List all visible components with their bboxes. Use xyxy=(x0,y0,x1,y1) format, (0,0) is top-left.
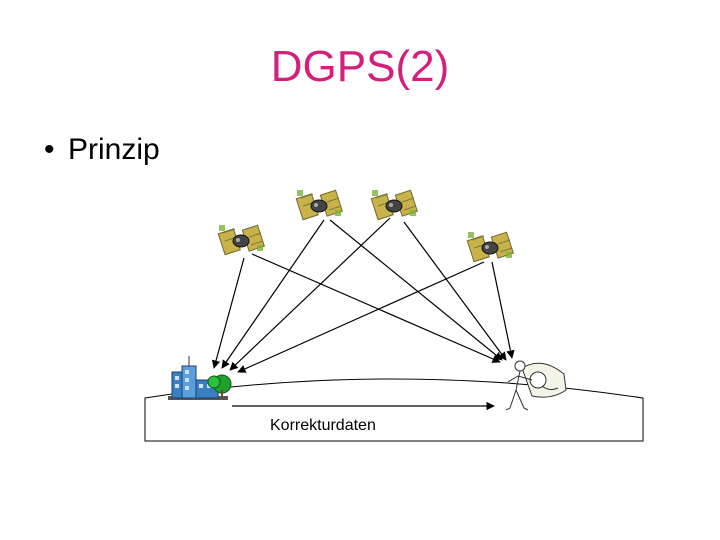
building-icon xyxy=(168,356,232,400)
signal-arrow xyxy=(229,217,391,371)
satellite-icon xyxy=(295,189,343,221)
person-icon xyxy=(505,360,567,411)
satellite-icon xyxy=(370,189,418,221)
signal-arrow xyxy=(403,221,507,361)
bullet-dot: • xyxy=(44,133,55,166)
slide-title: DGPS(2) xyxy=(270,42,450,91)
signal-arrows xyxy=(211,217,515,373)
signal-arrow xyxy=(329,219,503,361)
signal-arrow xyxy=(491,261,515,359)
satellite-icon xyxy=(466,231,514,263)
bullet-text: Prinzip xyxy=(68,133,160,166)
satellite-icon xyxy=(217,224,265,256)
signal-arrow xyxy=(211,257,245,369)
signal-arrow xyxy=(237,261,485,373)
signal-arrow xyxy=(221,219,325,369)
signal-arrow xyxy=(251,253,501,363)
bullet-item: • Prinzip xyxy=(44,133,160,167)
link-label: Korrekturdaten xyxy=(270,417,376,434)
